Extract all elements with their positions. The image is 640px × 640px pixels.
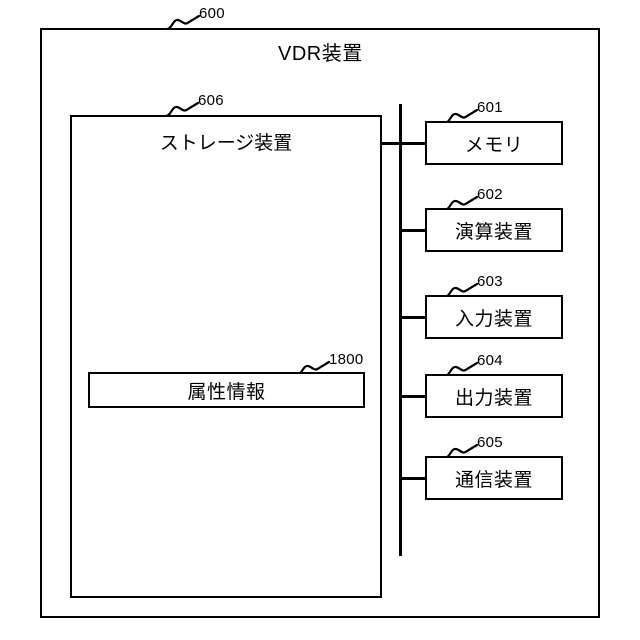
- reference-numeral-603: 603: [443, 273, 514, 300]
- bus-stub-memory: [399, 142, 426, 145]
- component-label-communication: 通信装置: [454, 469, 533, 491]
- reference-numeral-600: 600: [165, 5, 236, 32]
- reference-numeral-601: 601: [443, 99, 514, 126]
- component-label-memory: メモリ: [464, 134, 524, 156]
- storage-device-label: ストレージ装置: [159, 132, 293, 154]
- leader-wave-icon: [164, 101, 200, 118]
- reference-numeral-604: 604: [443, 352, 514, 379]
- leader-wave-icon: [443, 108, 479, 125]
- bus-stub-storage: [381, 142, 401, 145]
- component-box-arithmetic: 演算装置: [425, 208, 563, 252]
- attribute-information-label: 属性情報: [187, 381, 266, 403]
- bus-stub-communication: [399, 477, 426, 480]
- leader-wave-icon: [443, 195, 479, 212]
- reference-numeral-604-text: 604: [477, 352, 503, 369]
- system-bus-line: [399, 104, 402, 556]
- reference-numeral-606-text: 606: [198, 92, 224, 109]
- component-label-output: 出力装置: [454, 387, 533, 409]
- component-box-communication: 通信装置: [425, 456, 563, 500]
- attribute-information-box: 属性情報: [88, 372, 365, 408]
- reference-numeral-605: 605: [443, 434, 514, 461]
- reference-numeral-602-text: 602: [477, 186, 503, 203]
- reference-numeral-602: 602: [443, 186, 514, 213]
- reference-numeral-1800-text: 1800: [329, 351, 364, 368]
- reference-numeral-606: 606: [164, 92, 235, 119]
- leader-wave-icon: [165, 14, 201, 31]
- bus-stub-output: [399, 395, 426, 398]
- page-title: VDR装置: [278, 43, 363, 65]
- component-box-memory: メモリ: [425, 121, 563, 165]
- component-label-arithmetic: 演算装置: [454, 221, 533, 243]
- storage-device-box: [70, 115, 382, 598]
- bus-stub-arithmetic: [399, 229, 426, 232]
- reference-numeral-603-text: 603: [477, 273, 503, 290]
- leader-wave-icon: [443, 361, 479, 378]
- component-box-input: 入力装置: [425, 295, 563, 339]
- bus-stub-input: [399, 316, 426, 319]
- component-label-input: 入力装置: [454, 308, 533, 330]
- leader-wave-icon: [443, 282, 479, 299]
- reference-numeral-600-text: 600: [199, 5, 225, 22]
- component-box-output: 出力装置: [425, 374, 563, 418]
- leader-wave-icon: [443, 443, 479, 460]
- reference-numeral-601-text: 601: [477, 99, 503, 116]
- reference-numeral-605-text: 605: [477, 434, 503, 451]
